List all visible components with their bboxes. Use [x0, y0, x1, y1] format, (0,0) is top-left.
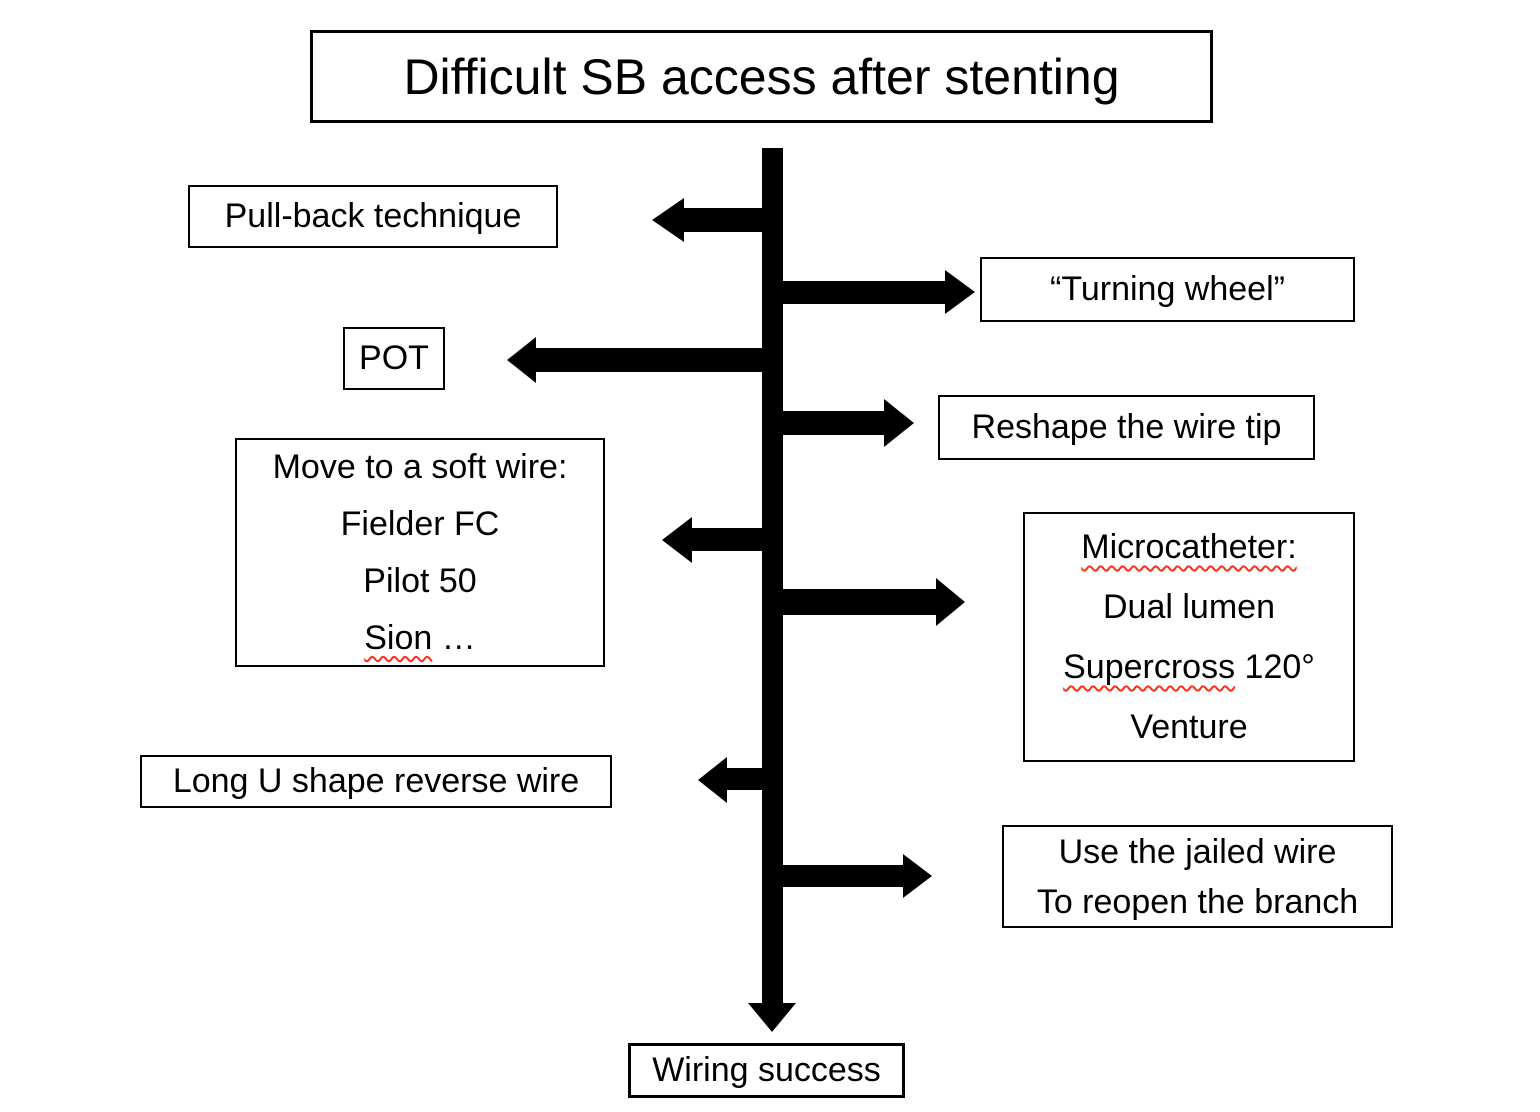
arrow-shaft-soft-wire — [692, 528, 763, 551]
pot-box: POT — [343, 327, 445, 390]
jailed-wire-line2: To reopen the branch — [1036, 882, 1359, 921]
misspelled-word: Microcatheter: — [1081, 528, 1297, 566]
page-title: Difficult SB access after stenting — [403, 48, 1120, 105]
jailed-wire-box: Use the jailed wire To reopen the branch — [1002, 825, 1393, 928]
pull-back-technique-box: Pull-back technique — [188, 185, 558, 248]
right-arrow-icon — [945, 270, 975, 314]
microcatheter-box: Microcatheter: Dual lumen Supercross 120… — [1023, 512, 1355, 762]
turning-wheel-box: “Turning wheel” — [980, 257, 1355, 322]
soft-wire-item: Pilot 50 — [363, 561, 477, 600]
long-u-reverse-wire-label: Long U shape reverse wire — [172, 762, 580, 801]
soft-wire-heading: Move to a soft wire: — [272, 447, 568, 486]
microcatheter-item: Venture — [1130, 708, 1248, 746]
left-arrow-icon — [698, 757, 727, 803]
microcatheter-item: Dual lumen — [1103, 588, 1275, 626]
left-arrow-icon — [652, 198, 684, 242]
right-arrow-icon — [884, 399, 914, 447]
title-box: Difficult SB access after stenting — [310, 30, 1213, 123]
right-arrow-icon — [903, 854, 932, 898]
pot-label: POT — [359, 339, 429, 378]
microcatheter-heading: Microcatheter: — [1081, 517, 1296, 577]
wiring-success-label: Wiring success — [652, 1051, 881, 1090]
arrow-shaft-jailed-wire — [782, 865, 903, 887]
soft-wire-box: Move to a soft wire: Fielder FC Pilot 50… — [235, 438, 605, 667]
pull-back-technique-label: Pull-back technique — [224, 197, 522, 236]
microcatheter-item: Supercross 120° — [1063, 637, 1315, 697]
misspelled-word: Sion — [364, 618, 433, 657]
long-u-reverse-wire-box: Long U shape reverse wire — [140, 755, 612, 808]
arrow-shaft-turning-wheel — [782, 281, 945, 304]
arrow-shaft-microcatheter — [782, 589, 936, 615]
soft-wire-item: Fielder FC — [340, 504, 500, 543]
right-arrow-icon — [936, 578, 965, 626]
jailed-wire-line1: Use the jailed wire — [1058, 832, 1337, 871]
soft-wire-item: Sion … — [364, 610, 476, 667]
arrow-shaft-long-u — [727, 768, 763, 790]
arrow-shaft-pot — [536, 348, 763, 372]
left-arrow-icon — [507, 337, 536, 383]
misspelled-word: Supercross — [1063, 648, 1236, 686]
down-arrow-icon — [748, 1003, 796, 1032]
wiring-success-box: Wiring success — [628, 1043, 905, 1098]
turning-wheel-label: “Turning wheel” — [1050, 270, 1285, 309]
reshape-wire-tip-label: Reshape the wire tip — [971, 408, 1282, 447]
arrow-shaft-pull-back — [684, 208, 763, 232]
left-arrow-icon — [662, 517, 692, 563]
arrow-shaft-reshape — [782, 411, 884, 435]
reshape-wire-tip-box: Reshape the wire tip — [938, 395, 1315, 460]
soft-wire-item-rest: … — [432, 618, 476, 657]
microcatheter-item-rest: 120° — [1235, 648, 1315, 686]
central-trunk-line — [762, 148, 783, 1005]
